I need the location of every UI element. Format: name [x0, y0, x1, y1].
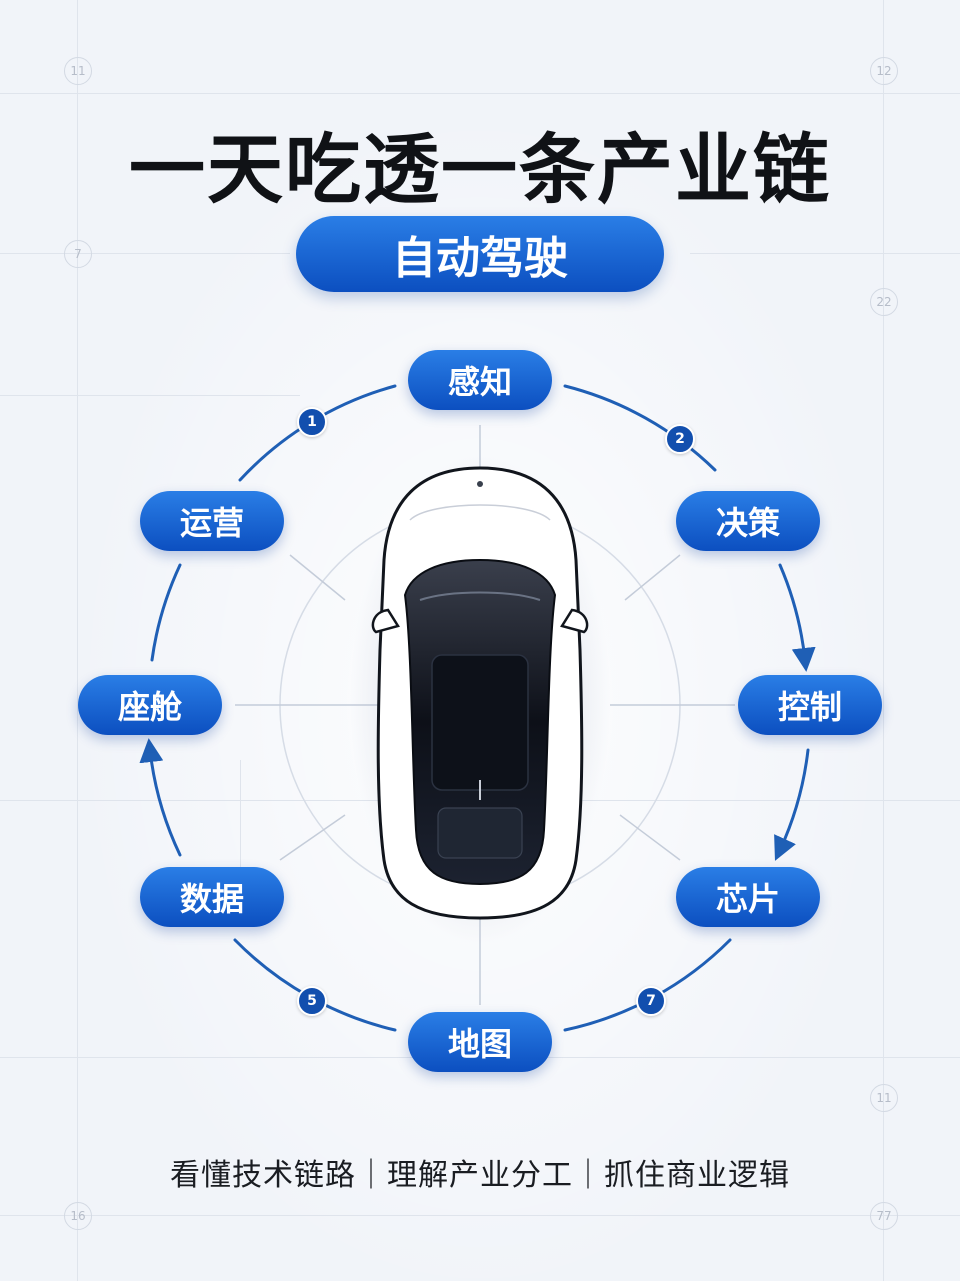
step-badge: 5	[297, 986, 327, 1016]
grid-marker: 22	[870, 288, 898, 316]
grid-line	[77, 0, 78, 1281]
grid-line	[0, 93, 960, 94]
tagline: 看懂技术链路｜理解产业分工｜抓住商业逻辑	[170, 1158, 790, 1193]
node-data: 数据	[140, 867, 284, 927]
step-badge: 7	[636, 986, 666, 1016]
grid-marker: 12	[870, 57, 898, 85]
node-operation: 运营	[140, 491, 284, 551]
grid-line	[0, 253, 290, 254]
car-top-view-icon	[371, 466, 589, 920]
step-badge: 2	[665, 424, 695, 454]
grid-marker: 11	[870, 1084, 898, 1112]
grid-marker: 16	[64, 1202, 92, 1230]
grid-line	[0, 1215, 960, 1216]
node-map: 地图	[408, 1012, 552, 1072]
grid-line	[690, 253, 960, 254]
grid-marker: 77	[870, 1202, 898, 1230]
node-chip: 芯片	[676, 867, 820, 927]
topic-pill: 自动驾驶	[296, 216, 664, 292]
node-perception: 感知	[408, 350, 552, 410]
grid-marker: 7	[64, 240, 92, 268]
node-cockpit: 座舱	[78, 675, 222, 735]
node-control: 控制	[738, 675, 882, 735]
grid-line	[883, 0, 884, 1281]
page-title: 一天吃透一条产业链	[129, 125, 831, 214]
grid-line	[240, 760, 241, 900]
grid-line	[0, 395, 300, 396]
step-badge: 1	[297, 407, 327, 437]
node-decision: 决策	[676, 491, 820, 551]
grid-marker: 11	[64, 57, 92, 85]
